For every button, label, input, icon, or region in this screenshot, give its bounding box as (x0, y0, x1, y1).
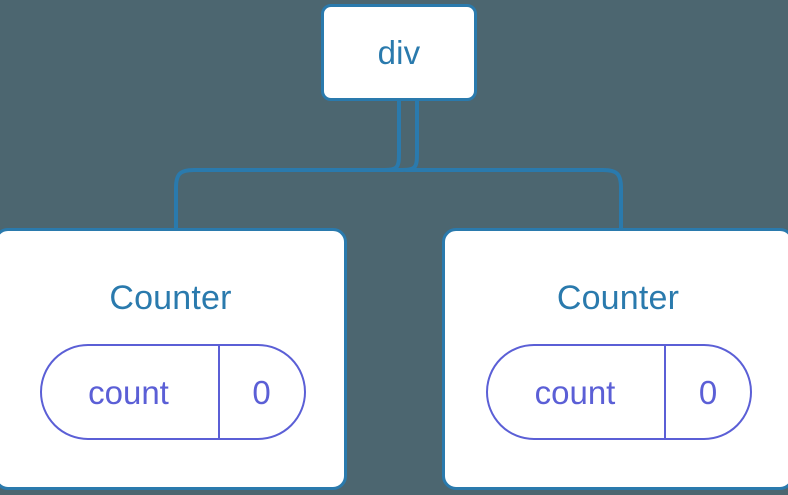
node-counter-right-title: Counter (556, 279, 680, 317)
state-pill-right-value: 0 (698, 373, 718, 411)
node-div-label: div (377, 34, 421, 71)
node-counter-left[interactable]: Counter count 0 (0, 228, 347, 490)
node-div[interactable]: div (321, 4, 477, 101)
node-counter-left-title: Counter (109, 279, 232, 317)
connector-root-stem (380, 99, 419, 172)
state-pill-left-value: 0 (252, 373, 271, 411)
connector-to-right-child (404, 168, 623, 232)
node-counter-right[interactable]: Counter count 0 (442, 228, 788, 490)
state-pill-left-key: count (42, 346, 220, 438)
state-pill-right-key: count (488, 346, 666, 438)
state-pill-left[interactable]: count 0 (39, 344, 306, 440)
connector-to-left-child (174, 168, 394, 232)
state-pill-right[interactable]: count 0 (486, 344, 752, 440)
